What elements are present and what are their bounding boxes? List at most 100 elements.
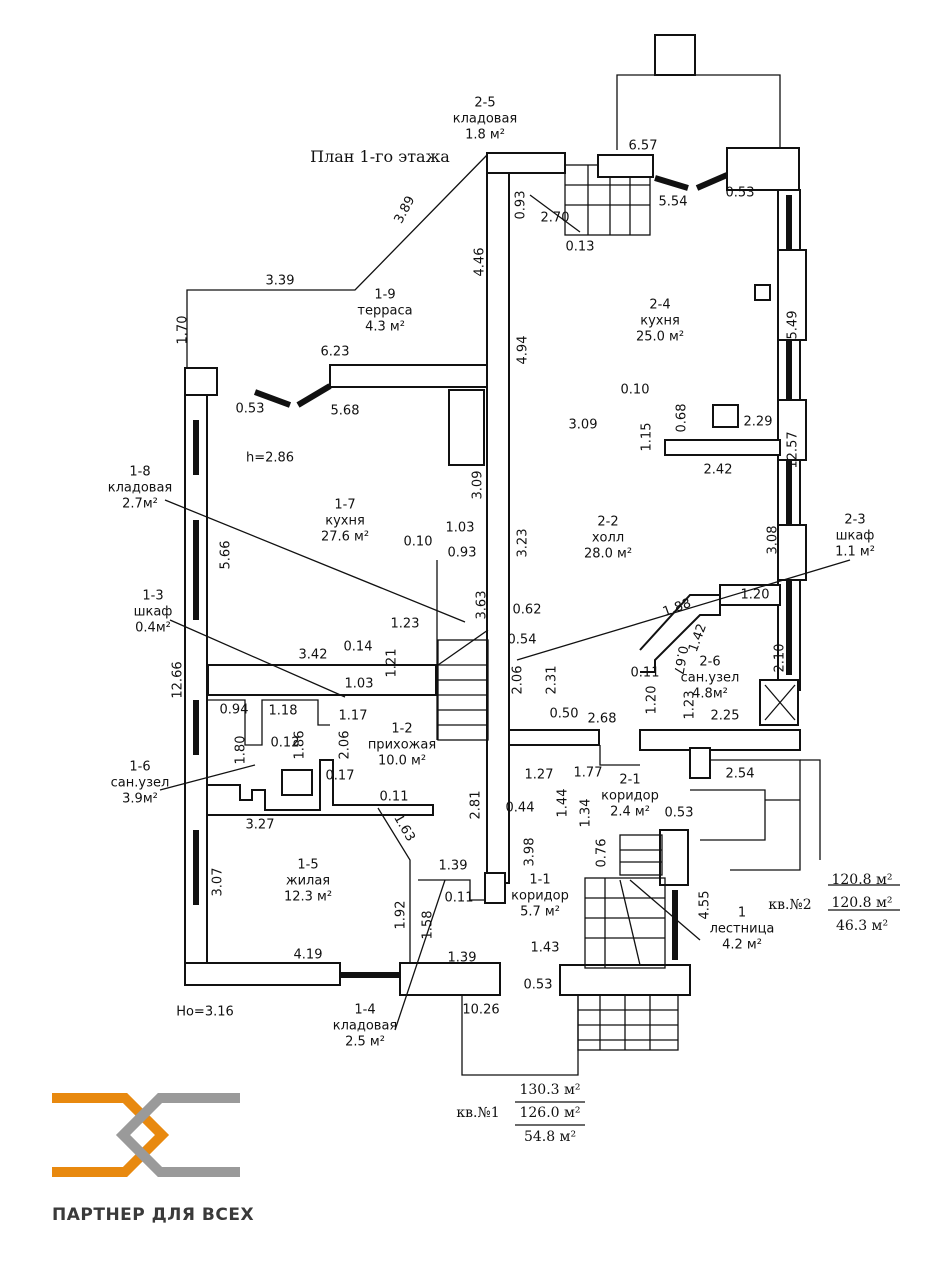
dimension-label: 1.70: [176, 316, 191, 345]
room-number: 2-2: [597, 515, 618, 530]
central-wall: [486, 152, 510, 884]
dimension-label: 4.55: [698, 891, 713, 920]
room-area: 28.0 м²: [584, 547, 632, 562]
dimension-label: 0.94: [220, 703, 249, 718]
dimension-label: 1.80: [234, 736, 249, 765]
dimension-label: 1.20: [741, 588, 770, 603]
room-number: 1-2: [391, 722, 412, 737]
dimension-label: 0.53: [726, 186, 755, 201]
room-name: прихожая: [368, 738, 436, 753]
stairs: [436, 560, 489, 741]
logo: [52, 1093, 240, 1177]
dimension-label: 6.57: [629, 139, 658, 154]
dimension-label: 3.07: [211, 868, 226, 897]
window: [296, 383, 332, 408]
dimension-label: 0.76: [595, 839, 610, 868]
room-name: жилая: [286, 874, 330, 889]
dimension-label: 0.13: [566, 240, 595, 255]
dimension-label: 4.94: [516, 336, 531, 365]
dimension-label: 1.86: [293, 731, 308, 760]
dimension-label: 0.17: [326, 769, 355, 784]
porch-steps: [654, 34, 696, 76]
room-area: 2.5 м²: [345, 1035, 385, 1050]
apartment-1-total-area: 130.3 м²: [519, 1082, 580, 1098]
room-name: кладовая: [453, 112, 518, 127]
dimension-label: 2.06: [511, 666, 526, 695]
dimension-label: 1.03: [446, 521, 475, 536]
apartment-2-living-area: 46.3 м²: [836, 918, 888, 934]
dimension-label: 3.09: [569, 418, 598, 433]
room-number: 1-8: [129, 465, 150, 480]
room-area: 3.9м²: [122, 792, 158, 807]
room-name: сан.узел: [111, 776, 170, 791]
dimension-label: 1.58: [421, 911, 436, 940]
room-area: 4.2 м²: [722, 938, 762, 953]
dimension-label: 2.54: [726, 767, 755, 782]
room-name: коридор: [601, 789, 659, 804]
room-area: 1.1 м²: [835, 545, 875, 560]
dimension-label: 1.23: [391, 617, 420, 632]
dimension-label: 0.11: [445, 891, 474, 906]
dimension-label: 0.11: [631, 666, 660, 681]
dimension-label: 0.68: [675, 404, 690, 433]
room-number: 2-5: [474, 96, 495, 111]
room-number: 1-4: [354, 1003, 375, 1018]
room-name: шкаф: [836, 529, 875, 544]
dimension-label: 0.54: [508, 633, 537, 648]
dimension-label: 5.54: [659, 195, 688, 210]
dimension-label: Ho=3.16: [176, 1005, 234, 1020]
room-number: 1-5: [297, 858, 318, 873]
dimension-label: h=2.86: [246, 451, 294, 466]
dimension-label: 0.53: [236, 402, 265, 417]
room-name: терраса: [357, 304, 412, 319]
dimension-label: 5.66: [219, 541, 234, 570]
apartment-1-label: кв.№1: [456, 1105, 499, 1121]
room-area: 27.6 м²: [321, 530, 369, 545]
dimension-label: 1.18: [269, 704, 298, 719]
room-number: 1-6: [129, 760, 150, 775]
room-name: кухня: [325, 514, 365, 529]
dimension-label: 1.77: [574, 766, 603, 781]
dimension-label: 0.67: [670, 644, 690, 675]
room-number: 1-1: [529, 873, 550, 888]
apartment-1-total-area-2: 126.0 м²: [519, 1105, 580, 1121]
apartment-2-total-area: 120.8 м²: [831, 872, 892, 888]
dimension-label: 2.70: [541, 211, 570, 226]
dimension-label: 2.31: [545, 666, 560, 695]
dimension-label: 3.98: [523, 838, 538, 867]
dimension-label: 6.23: [321, 345, 350, 360]
room-name: кухня: [640, 314, 680, 329]
walls: [159, 34, 900, 1126]
dimension-label: 1.03: [345, 677, 374, 692]
dimension-label: 0.62: [513, 603, 542, 618]
dimension-label: 4.19: [294, 948, 323, 963]
dimension-label: 3.89: [392, 194, 419, 227]
room-name: коридор: [511, 889, 569, 904]
logo-text: ПАРТНЕР ДЛЯ ВСЕХ: [52, 1205, 255, 1225]
apartment-1-living-area: 54.8 м²: [524, 1129, 576, 1145]
window: [253, 389, 292, 408]
dimension-label: 0.12: [271, 736, 300, 751]
logo-gray-mark: [115, 1093, 240, 1177]
dimension-label: 5.68: [331, 404, 360, 419]
room-number: 1-3: [142, 589, 163, 604]
room-name: лестница: [710, 922, 775, 937]
room-area: 25.0 м²: [636, 330, 684, 345]
dimension-label: 3.63: [475, 591, 490, 620]
room-area: 4.8м²: [692, 687, 728, 702]
dimension-label: 12.57: [786, 431, 801, 468]
room-name: шкаф: [134, 605, 173, 620]
dimension-label: 10.26: [462, 1003, 499, 1018]
dimension-label: 0.93: [448, 546, 477, 561]
dimension-label: 12.66: [171, 661, 186, 698]
room-number: 2-4: [649, 298, 670, 313]
room-number: 1: [738, 906, 746, 921]
dimension-label: 3.27: [246, 818, 275, 833]
dimension-label: 0.11: [380, 790, 409, 805]
dimension-label: 0.14: [344, 640, 373, 655]
dimension-label: 0.44: [506, 801, 535, 816]
dimension-label: 1.15: [640, 423, 655, 452]
entrance-steps: [577, 994, 679, 1051]
dimension-label: 0.53: [665, 806, 694, 821]
